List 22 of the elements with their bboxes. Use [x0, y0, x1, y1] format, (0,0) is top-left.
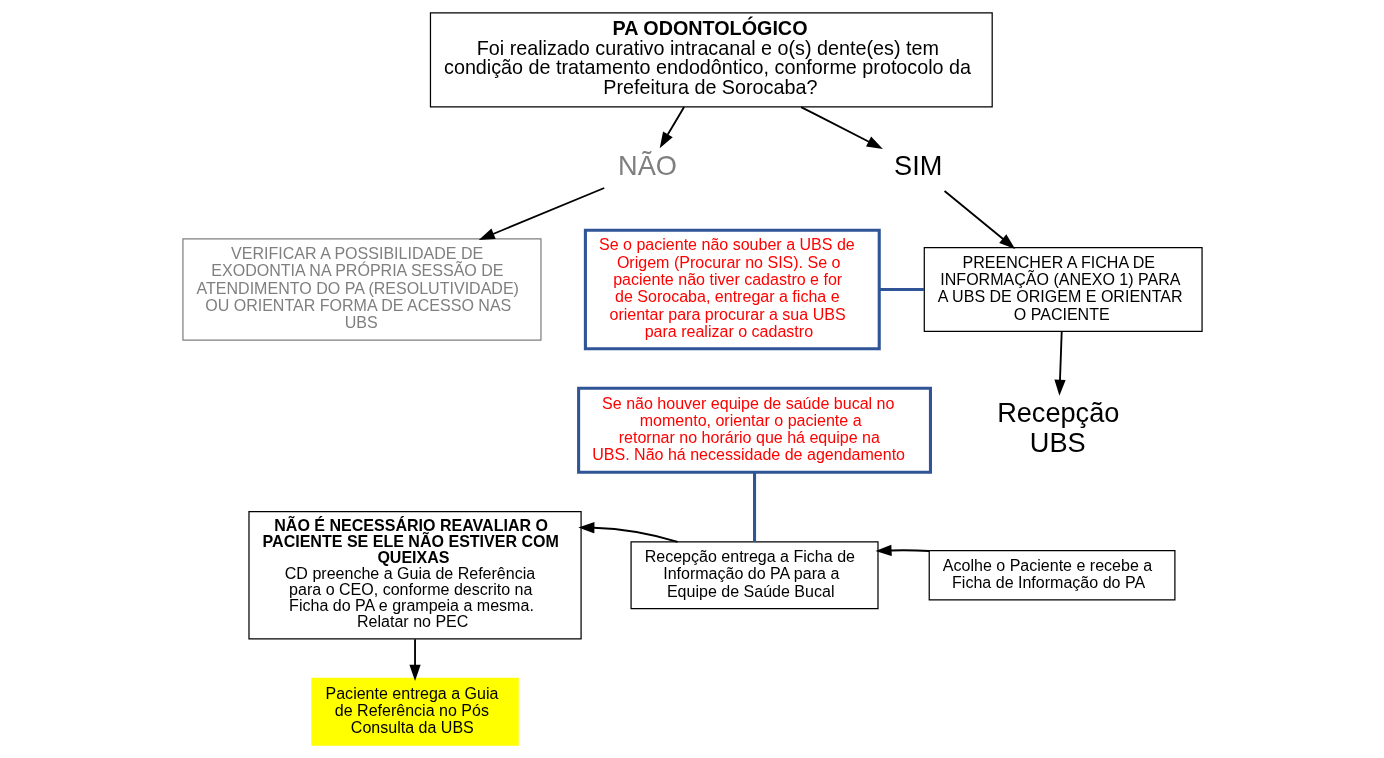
node-box: NÃO É NECESSÁRIO REAVALIAR O PACIENTE SE ELE NÃO ESTIVER COM QUEIXAS CD preenche a Guia de Referência para o CEO, conforme descrito na Ficha do PA e grampeia a mesma. Relatar no PEC: [247, 511, 582, 640]
node-box: Paciente entrega a Guia de Referência no Pós Consulta da UBS: [310, 677, 519, 746]
node-box: PA ODONTOLÓGICO Foi realizado curativo intracanal e o(s) dente(es) tem condição de tratamento endodôntico, conforme protocolo da Prefeitura de Sorocaba?: [429, 12, 993, 108]
arrow: [799, 106, 883, 149]
node-box: Se o paciente não souber a UBS de Origem (Procurar no SIS). Se o paciente não tiver cadastro e for de Sorocaba, entregar a ficha e orientar para procurar a sua UBS para realizar o cadastro: [583, 228, 881, 351]
node-box: Recepção entrega a Ficha de Informação do PA para a Equipe de Saúde Bucal: [629, 541, 879, 610]
arrow: [875, 544, 930, 557]
node-text: NÃO: [617, 150, 677, 182]
arrow: [943, 190, 1015, 249]
node-box: PREENCHER A FICHA DE INFORMAÇÃO (ANEXO 1) PARA A UBS DE ORIGEM E ORIENTAR O PACIENTE: [923, 246, 1203, 333]
connector: [878, 287, 924, 292]
node-text: SIM: [893, 150, 942, 182]
node-text: Recepção UBS: [996, 397, 1119, 458]
node-box: Acolhe o Paciente e recebe a Ficha de Informação do PA: [928, 550, 1175, 601]
arrow: [659, 106, 685, 149]
arrow: [408, 638, 421, 681]
node-box: VERIFICAR A POSSIBILIDADE DE EXODONTIA NA PRÓPRIA SESSÃO DE ATENDIMENTO DO PA (RESOLUTIVIDADE) OU ORIENTAR FORMA DE ACESSO NAS UBS: [181, 238, 542, 341]
arrow: [577, 522, 679, 543]
node-box: Se não houver equipe de saúde bucal no momento, orientar o paciente a retornar no horário que há equipe na UBS. Não há necessidade de agendamento: [576, 386, 932, 474]
arrow: [1053, 330, 1066, 396]
connector: [752, 472, 756, 542]
arrow: [478, 187, 605, 240]
